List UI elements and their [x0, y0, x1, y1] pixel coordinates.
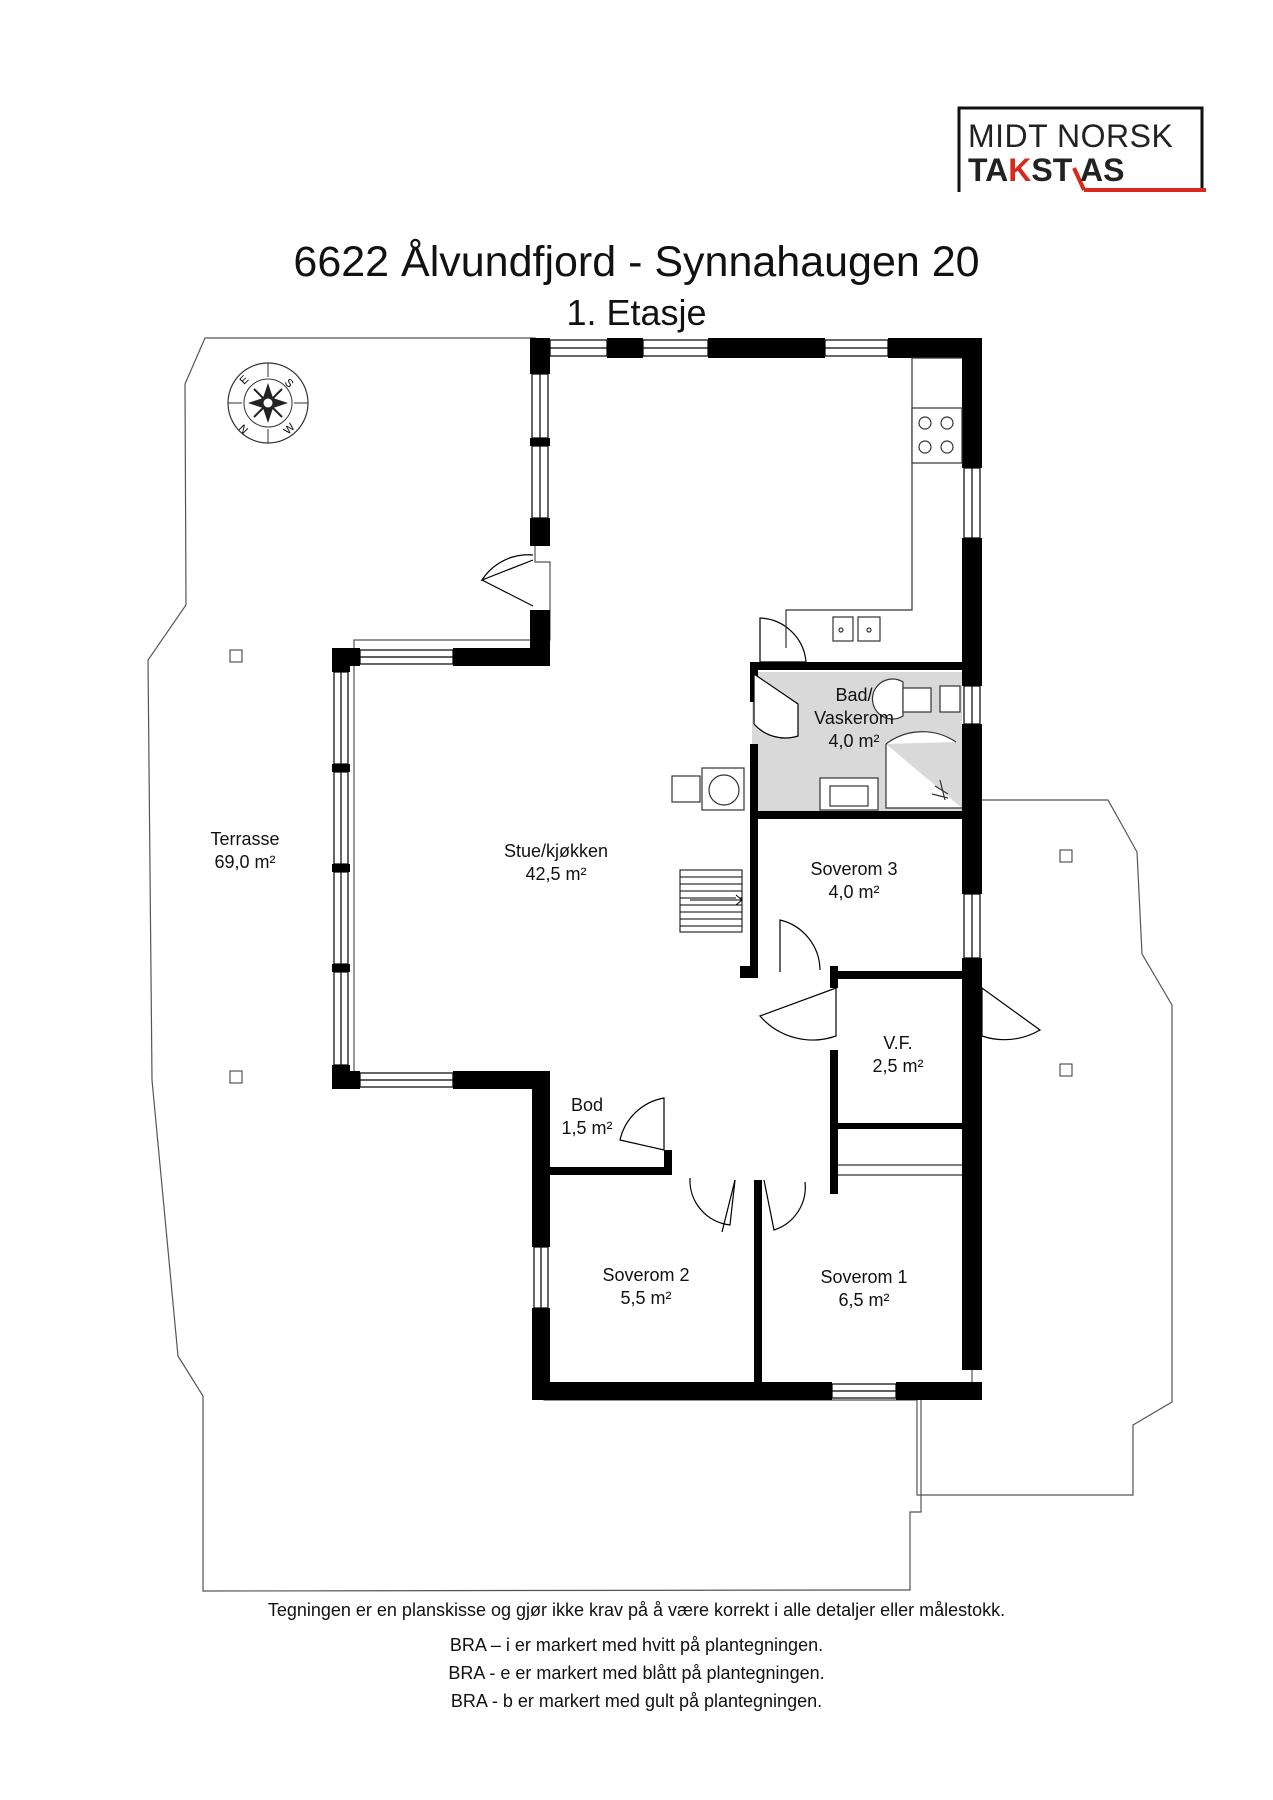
room-area: 2,5 m² — [872, 1056, 924, 1076]
logo-frame — [957, 106, 1206, 192]
walls — [332, 338, 982, 1400]
terrace-outline — [147, 337, 1173, 1592]
room-area: 69,0 m² — [214, 852, 276, 872]
bra-b-note: BRA - b er markert med gult på plantegni… — [450, 1691, 823, 1711]
room-name: Bod — [570, 1095, 604, 1115]
bra-i-note: BRA – i er markert med hvitt på plantegn… — [449, 1635, 824, 1655]
staircase — [679, 869, 743, 933]
room-label-soverom1: Soverom 1 6,5 m² — [820, 1266, 907, 1312]
doors — [480, 554, 1042, 1233]
room-name: Soverom 2 — [602, 1265, 690, 1285]
laundry-machines — [671, 767, 745, 811]
room-name: Soverom 3 — [810, 859, 898, 879]
room-area: 4,0 m² — [828, 882, 880, 902]
logo-line-2: TAKST AS — [968, 152, 1124, 189]
room-area: 5,5 m² — [620, 1288, 672, 1308]
logo-line-2-b: ST AS — [1031, 152, 1125, 188]
bathroom-fixtures — [819, 678, 962, 811]
room-label-terrasse: Terrasse 69,0 m² — [210, 828, 279, 874]
disclaimer-text: Tegningen er en planskisse og gjør ikke … — [267, 1600, 1006, 1620]
room-area: 1,5 m² — [561, 1118, 613, 1138]
room-name: Vaskerom — [814, 708, 894, 728]
room-name: V.F. — [883, 1033, 913, 1053]
room-name: Terrasse — [210, 829, 280, 849]
room-label-bod: Bod 1,5 m² — [561, 1094, 612, 1140]
plan-title: 6622 Ålvundfjord - Synnahaugen 20 — [293, 238, 980, 286]
kitchen-counter — [785, 357, 963, 648]
room-area: 4,0 m² — [828, 731, 880, 751]
room-name: Bad/ — [835, 685, 873, 705]
windows — [333, 339, 981, 1399]
compass-icon: E S W N — [227, 362, 309, 444]
bra-e-note: BRA - e er markert med blått på plantegn… — [448, 1663, 825, 1683]
floor-label: 1. Etasje — [566, 292, 707, 333]
room-area: 42,5 m² — [525, 864, 587, 884]
terrace-posts — [229, 649, 1073, 1084]
closet — [838, 1164, 962, 1176]
logo-line-2-a: TA — [968, 152, 1009, 188]
room-label-vf: V.F. 2,5 m² — [872, 1032, 923, 1078]
logo-accent-letter: K — [1008, 152, 1032, 188]
room-label-bad: Bad/ Vaskerom 4,0 m² — [814, 684, 894, 753]
room-label-stue: Stue/kjøkken 42,5 m² — [504, 840, 608, 886]
room-name: Stue/kjøkken — [503, 841, 609, 861]
room-label-soverom3: Soverom 3 4,0 m² — [810, 858, 897, 904]
room-name: Soverom 1 — [820, 1267, 908, 1287]
logo-line-1: MIDT NORSK — [968, 118, 1174, 154]
room-area: 6,5 m² — [838, 1290, 890, 1310]
company-logo: MIDT NORSK TAKST AS — [956, 106, 1206, 192]
room-label-soverom2: Soverom 2 5,5 m² — [602, 1264, 689, 1310]
